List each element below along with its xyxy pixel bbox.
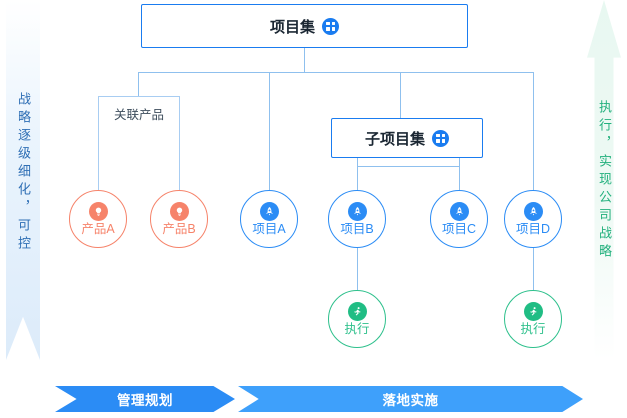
node-product-b[interactable]: 产品B xyxy=(150,190,208,248)
connector-bus-to-bracket xyxy=(138,72,140,97)
connector-bus-to-subprogram xyxy=(400,72,402,119)
node-subprogram[interactable]: 子项目集 xyxy=(331,118,483,158)
node-project-a-label: 项目A xyxy=(252,222,286,237)
node-product-b-label: 产品B xyxy=(162,222,196,237)
banner-management-planning[interactable]: 管理规划 xyxy=(55,386,235,412)
rocket-icon xyxy=(347,202,367,222)
left-strategy-arrow: 战略逐级细化，可控 xyxy=(6,0,40,372)
connector-subprogram-bus xyxy=(357,166,460,168)
node-program-label: 项目集 xyxy=(269,18,315,36)
node-project-a[interactable]: 项目A xyxy=(240,190,298,248)
related-products-bracket xyxy=(98,96,180,208)
node-project-c-label: 项目C xyxy=(441,222,477,237)
rocket-icon xyxy=(523,202,543,222)
banner-management-planning-label: 管理规划 xyxy=(117,393,173,408)
node-execution-1[interactable]: 执行 xyxy=(328,290,386,348)
lightbulb-icon xyxy=(88,202,108,222)
connector-program-trunk xyxy=(304,48,306,73)
node-product-a-label: 产品A xyxy=(81,222,115,237)
connector-subprogram-to-project-b xyxy=(357,158,359,194)
lightbulb-icon xyxy=(169,202,189,222)
node-project-d-label: 项目D xyxy=(515,222,551,237)
connector-project-d-to-execution xyxy=(533,248,535,290)
node-execution-2[interactable]: 执行 xyxy=(504,290,562,348)
left-arrow-label: 战略逐级细化，可控 xyxy=(16,92,31,254)
connector-bus-to-project-d xyxy=(533,72,535,194)
banner-implementation-label: 落地实施 xyxy=(382,393,439,408)
node-execution-1-label: 执行 xyxy=(344,322,370,337)
node-project-d[interactable]: 项目D xyxy=(504,190,562,248)
node-subprogram-label: 子项目集 xyxy=(364,130,425,148)
runner-icon xyxy=(347,302,367,322)
left-arrow-shaft xyxy=(6,0,40,360)
node-project-b-label: 项目B xyxy=(340,222,374,237)
node-project-b[interactable]: 项目B xyxy=(328,190,386,248)
grid-icon xyxy=(432,129,449,147)
connector-project-b-to-execution xyxy=(357,248,359,290)
runner-icon xyxy=(523,302,543,322)
connector-main-bus xyxy=(138,72,534,74)
node-project-c[interactable]: 项目C xyxy=(430,190,488,248)
related-products-label: 关联产品 xyxy=(113,108,164,122)
node-program[interactable]: 项目集 xyxy=(141,4,468,48)
rocket-icon xyxy=(449,202,469,222)
node-product-a[interactable]: 产品A xyxy=(69,190,127,248)
right-execution-arrow: 执行，实现公司战略 xyxy=(587,0,621,372)
connector-subprogram-to-project-c xyxy=(459,158,461,194)
banner-implementation[interactable]: 落地实施 xyxy=(238,386,583,412)
right-arrow-label: 执行，实现公司战略 xyxy=(597,100,612,262)
grid-icon xyxy=(322,17,339,35)
connector-bus-to-project-a xyxy=(269,72,271,194)
node-execution-2-label: 执行 xyxy=(520,322,546,337)
rocket-icon xyxy=(259,202,279,222)
